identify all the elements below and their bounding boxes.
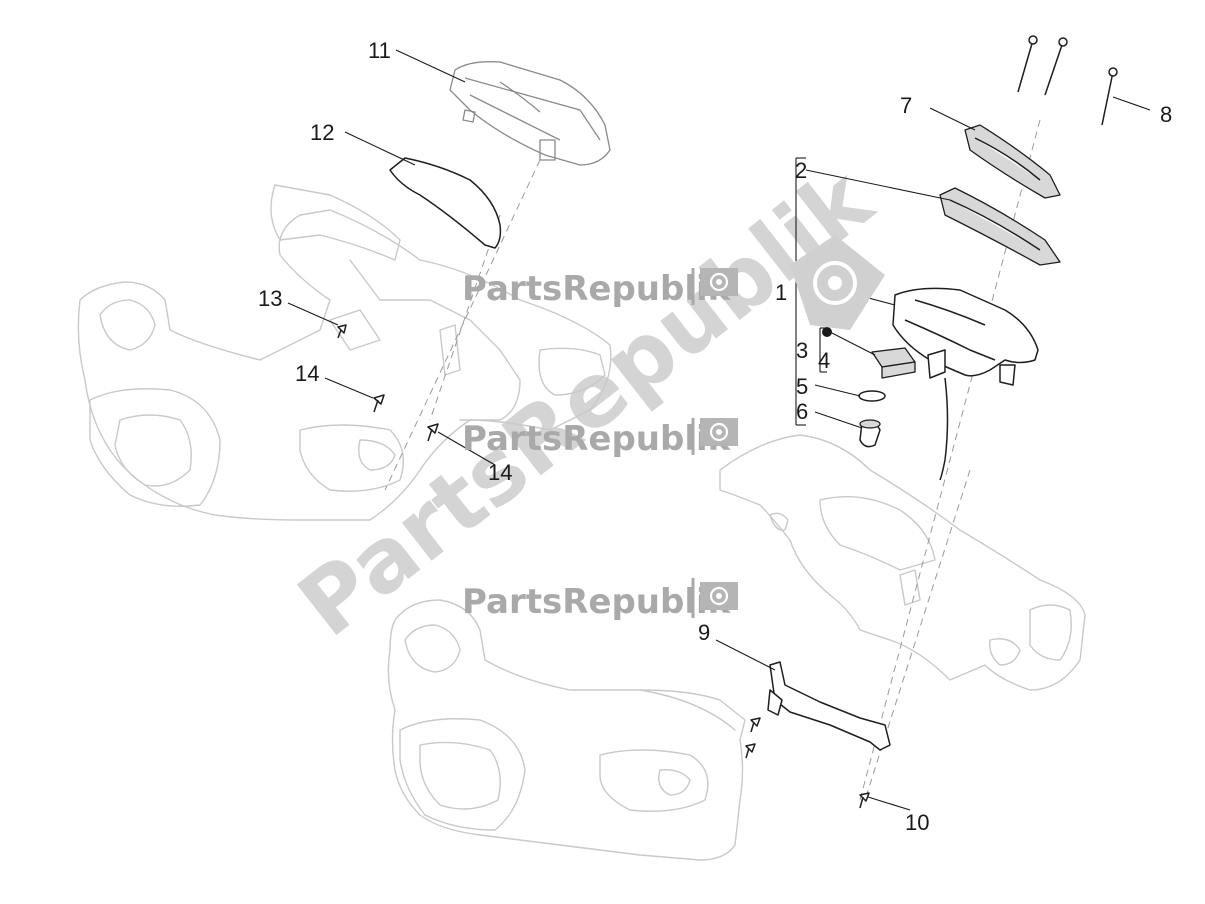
svg-text:PartsRepublik: PartsRepublik <box>462 269 732 309</box>
part-9-bracket <box>767 661 891 751</box>
leader-lines <box>287 49 1151 811</box>
handlebar-cover-lower <box>387 599 746 861</box>
part-4-block <box>871 347 916 379</box>
watermark-row-3: PartsRepublik <box>462 578 738 622</box>
callout-11: 11 <box>368 38 391 63</box>
callout-12: 12 <box>310 120 334 145</box>
callout-14a: 14 <box>295 361 319 386</box>
callout-5: 5 <box>796 374 808 399</box>
callout-7: 7 <box>900 93 912 118</box>
gear-flag-icon <box>700 268 738 296</box>
callout-10: 10 <box>905 810 929 835</box>
small-screws <box>337 324 870 809</box>
gear-flag-icon <box>700 582 738 610</box>
callout-9: 9 <box>698 620 710 645</box>
part-2-instrument-frame <box>939 187 1061 266</box>
part-12-display-glass <box>389 157 502 249</box>
part-7-upper-frame <box>964 124 1061 199</box>
gear-flag-icon <box>700 418 738 446</box>
callout-4: 4 <box>818 348 830 373</box>
watermark-row-1: PartsRepublik <box>462 268 738 309</box>
handlebar-cover-upper-left <box>77 184 612 521</box>
callout-3: 3 <box>796 338 808 363</box>
reference-dot-3 <box>822 327 832 337</box>
part-6-bulb <box>859 419 881 448</box>
part-8-screws <box>1017 35 1118 126</box>
watermark-gear-large <box>790 235 885 330</box>
part-1-instrument-unit <box>892 287 1039 481</box>
svg-text:PartsRepublik: PartsRepublik <box>462 419 732 459</box>
callout-1: 1 <box>775 280 787 305</box>
callout-8: 8 <box>1160 102 1172 127</box>
part-5-gasket <box>858 390 886 402</box>
watermark-row-2: PartsRepublik <box>462 418 738 459</box>
callout-13: 13 <box>258 286 282 311</box>
callout-labels: 1 2 3 4 5 6 7 8 9 10 11 12 13 14 14 <box>258 38 1172 835</box>
handlebar-cover-right <box>719 434 1086 691</box>
callout-6: 6 <box>796 399 808 424</box>
part-11-dashboard-cover <box>449 61 611 166</box>
callout-2: 2 <box>795 158 807 183</box>
svg-text:PartsRepublik: PartsRepublik <box>462 582 732 622</box>
callout-14b: 14 <box>488 460 512 485</box>
